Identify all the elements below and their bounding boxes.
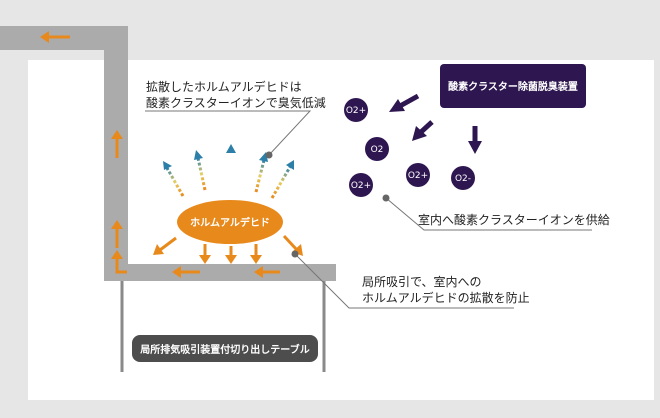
formaldehyde-label: ホルムアルデヒド: [190, 216, 270, 229]
ion-arrow: [389, 93, 420, 112]
airflow-arrow-corner: [111, 250, 127, 274]
device-label: 酸素クラスター除菌脱臭装置: [448, 80, 578, 93]
diffusion-arrows: [163, 144, 294, 199]
ion-emission-arrows: [389, 93, 482, 154]
ion-particles: O2+ O2 O2+ O2+ O2-: [344, 98, 475, 197]
airflow-arrow-up: [111, 130, 123, 158]
suction-arrows: [153, 234, 303, 264]
svg-text:O2+: O2+: [408, 171, 428, 181]
airflow-arrow-up: [111, 220, 123, 248]
diffusion-arrow: [254, 152, 268, 193]
suction-arrow: [153, 236, 177, 255]
table-frame: [120, 281, 326, 372]
ion-o2-plus: O2+: [406, 163, 430, 187]
suction-arrow: [199, 244, 211, 264]
duct-airflow-arrows: [40, 31, 280, 278]
svg-text:O2: O2: [371, 145, 384, 155]
table-label: 局所排気吸引装置付切り出しテーブル: [139, 343, 309, 356]
suction-arrow: [250, 244, 262, 264]
ion-arrow: [412, 120, 434, 141]
ion-o2: O2: [365, 137, 389, 161]
formaldehyde-source: ホルムアルデヒド: [177, 200, 283, 244]
suction-arrow: [225, 246, 237, 264]
annotation-diffused-line1: 拡散したホルムアルデヒドは: [146, 79, 302, 94]
annotation-ion-supply: 室内へ酸素クラスターイオンを供給: [418, 212, 610, 227]
annotation-local-exhaust-line1: 局所吸引で、室内への: [362, 274, 482, 289]
diffusion-arrow: [226, 144, 236, 192]
airflow-arrow-left-top: [40, 31, 70, 43]
svg-text:O2+: O2+: [351, 181, 371, 191]
ion-o2-plus: O2+: [344, 98, 368, 122]
airflow-arrow-left: [254, 266, 280, 278]
cutting-table-label-box: 局所排気吸引装置付切り出しテーブル: [132, 335, 318, 362]
svg-text:O2+: O2+: [346, 106, 366, 116]
oxygen-cluster-device: 酸素クラスター除菌脱臭装置: [440, 64, 586, 108]
diffusion-arrow: [270, 160, 294, 199]
ion-o2-plus: O2+: [349, 173, 373, 197]
svg-text:O2-: O2-: [455, 174, 471, 184]
ion-o2-minus: O2-: [451, 166, 475, 190]
leader-dots: [265, 151, 390, 258]
leader-lines: [145, 110, 592, 309]
airflow-arrow-left: [172, 266, 200, 278]
diffusion-arrow: [194, 150, 207, 191]
ion-arrow: [468, 126, 482, 154]
diffusion-arrow: [163, 161, 185, 197]
annotation-local-exhaust-line2: ホルムアルデヒドの拡散を防止: [362, 290, 530, 305]
annotation-diffused-line2: 酸素クラスターイオンで臭気低減: [146, 95, 326, 110]
